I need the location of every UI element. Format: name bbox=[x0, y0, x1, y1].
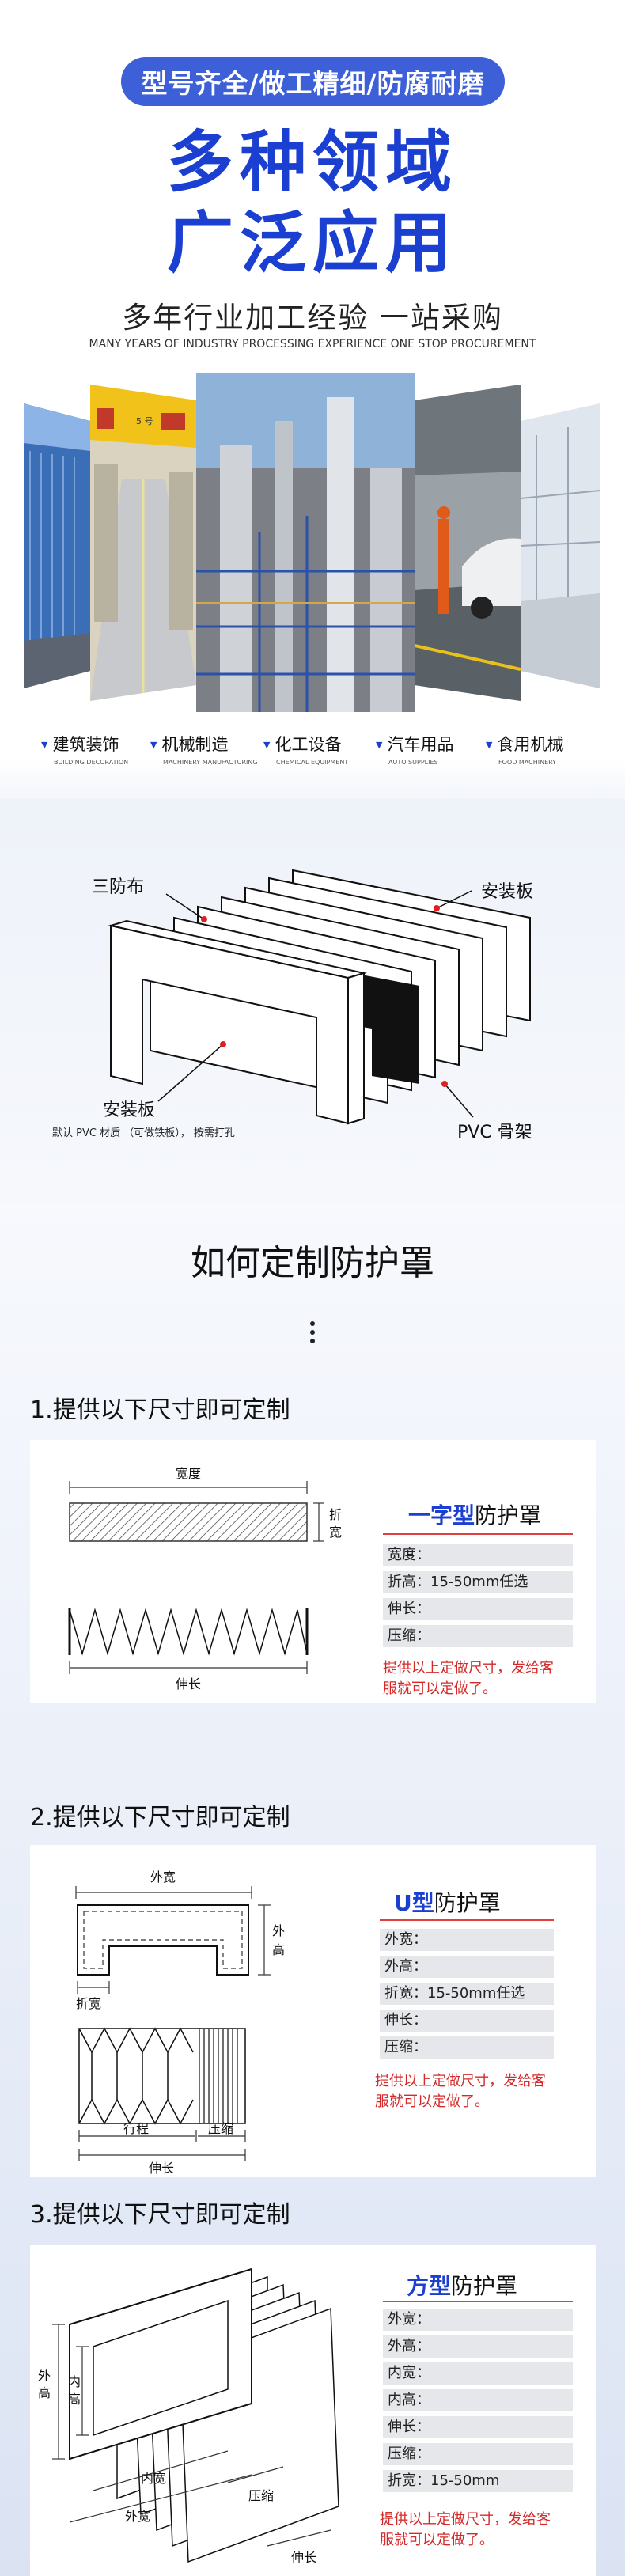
spec-row: 宽度： bbox=[383, 1544, 573, 1566]
spec-row: 内高： bbox=[383, 2389, 573, 2411]
section-3-heading: 3.提供以下尺寸即可定制 bbox=[30, 2201, 290, 2229]
custom-note: 提供以上定做尺寸，发给客服就可以定做了。 bbox=[383, 1660, 554, 1697]
hero-section: 型号齐全/做工精细/防腐耐磨 多种领域 广泛应用 多年行业加工经验 一站采购 M… bbox=[0, 0, 625, 799]
inner-height-dim: 内 bbox=[68, 2374, 81, 2389]
category-label: 建筑装饰 bbox=[41, 732, 160, 756]
custom-note: 提供以上定做尺寸，发给客服就可以定做了。 bbox=[380, 2511, 551, 2548]
category-auto: 汽车用品 AUTO SUPPLIES bbox=[376, 732, 494, 766]
section-1-heading: 1.提供以下尺寸即可定制 bbox=[30, 1396, 290, 1424]
category-building: 建筑装饰 BUILDING DECORATION bbox=[41, 732, 160, 766]
outer-height-dim: 外 bbox=[38, 2368, 51, 2383]
extend-dim-label: 伸长 bbox=[176, 1676, 201, 1691]
spec-row: 外高： bbox=[383, 2335, 573, 2358]
custom-note: 提供以上定做尺寸，发给客服就可以定做了。 bbox=[375, 2073, 546, 2110]
category-label-en: CHEMICAL EQUIPMENT bbox=[276, 759, 349, 766]
building-photo bbox=[24, 403, 90, 688]
type-square-title: 方型防护罩 bbox=[407, 2273, 518, 2299]
outer-width-dim: 外宽 bbox=[150, 1869, 176, 1885]
spec-row: 伸长： bbox=[380, 2010, 554, 2032]
category-chemical: 化工设备 CHEMICAL EQUIPMENT bbox=[263, 732, 382, 766]
type-square-card: 外 高 内 高 内宽 外宽 压缩 伸长 方型防护罩 外宽： 外高： 内宽： 内高… bbox=[30, 2245, 596, 2576]
fold-width-dim: 折宽 bbox=[76, 1996, 101, 2011]
extend-dim: 伸长 bbox=[291, 2550, 316, 2565]
extend-dim: 伸长 bbox=[149, 2161, 174, 2176]
spec-row: 压缩： bbox=[380, 2036, 554, 2059]
outer-height-dim-2: 高 bbox=[272, 1942, 285, 1957]
category-label: 食用机械 bbox=[486, 732, 604, 756]
spec-row: 伸长： bbox=[383, 2416, 573, 2438]
outer-height-dim-2: 高 bbox=[38, 2385, 51, 2400]
spec-row: 内宽： bbox=[383, 2362, 573, 2385]
category-machinery: 机械制造 MACHINERY MANUFACTURING bbox=[150, 732, 269, 766]
outer-width-dim: 外宽 bbox=[125, 2509, 150, 2524]
spec-row: 压缩： bbox=[383, 1625, 573, 1647]
spec-row: 折宽：15-50mm bbox=[383, 2470, 573, 2492]
plate-bottom-label: 安装板 bbox=[103, 1100, 155, 1120]
spec-row: 伸长： bbox=[383, 1598, 573, 1620]
flat-cover-drawing: 宽度 折 宽 伸长 bbox=[68, 1466, 342, 1691]
category-label: 化工设备 bbox=[263, 732, 382, 756]
compress-dim: 压缩 bbox=[248, 2488, 274, 2503]
spec-row: 外高： bbox=[380, 1956, 554, 1978]
hero-title-line1: 多种领域 bbox=[166, 123, 458, 201]
plate-note: 默认 PVC 材质 （可做铁板）， 按需打孔 bbox=[52, 1127, 235, 1139]
category-label-en: AUTO SUPPLIES bbox=[388, 759, 438, 766]
spec-row: 压缩： bbox=[383, 2443, 573, 2465]
frame-label: PVC 骨架 bbox=[457, 1123, 532, 1142]
workshop-photo: 5 号 bbox=[90, 385, 196, 701]
hero-title-line2: 广泛应用 bbox=[166, 204, 458, 282]
stroke-dim: 行程 bbox=[123, 2121, 149, 2136]
more-dots-icon bbox=[310, 1321, 315, 1347]
width-dim-label: 宽度 bbox=[176, 1466, 201, 1481]
bellows-structure-diagram: 三防布 安装板 安装板 默认 PVC 材质 （可做铁板）， 按需打孔 PVC 骨… bbox=[52, 869, 533, 1142]
auto-factory-photo bbox=[415, 385, 521, 701]
customize-title: 如何定制防护罩 bbox=[191, 1243, 434, 1283]
customize-section: 如何定制防护罩 1.提供以下尺寸即可定制 宽度 折 宽 伸长 一字型防护罩 宽度… bbox=[0, 1203, 625, 2576]
hero-subtitle-en: MANY YEARS OF INDUSTRY PROCESSING EXPERI… bbox=[89, 338, 536, 350]
spec-row: 折宽：15-50mm任选 bbox=[380, 1983, 554, 2005]
hero-subtitle: 多年行业加工经验 一站采购 bbox=[122, 301, 503, 335]
category-label-en: FOOD MACHINERY bbox=[498, 759, 557, 766]
chemical-plant-photo bbox=[196, 373, 415, 712]
spec-row: 外宽： bbox=[380, 1929, 554, 1951]
fold-dim-label: 折 bbox=[329, 1507, 342, 1522]
spec-row: 折高：15-50mm任选 bbox=[383, 1571, 573, 1593]
category-food: 食用机械 FOOD MACHINERY bbox=[486, 732, 604, 766]
type-u-title: U型防护罩 bbox=[394, 1890, 501, 1916]
divider bbox=[383, 1533, 573, 1535]
type-u-card: 外宽 外 高 折宽 行程 压缩 伸长 bbox=[30, 1845, 596, 2177]
category-label: 机械制造 bbox=[150, 732, 269, 756]
section-2-heading: 2.提供以下尺寸即可定制 bbox=[30, 1804, 290, 1832]
food-factory-photo bbox=[521, 403, 600, 688]
fold-dim-label-2: 宽 bbox=[329, 1525, 342, 1540]
category-label-en: BUILDING DECORATION bbox=[54, 759, 129, 766]
square-cover-drawing: 外 高 内 高 内宽 外宽 压缩 伸长 bbox=[38, 2267, 339, 2565]
feature-badge: 型号齐全/做工精细/防腐耐磨 bbox=[121, 57, 505, 106]
divider bbox=[383, 2301, 573, 2302]
type-flat-card: 宽度 折 宽 伸长 一字型防护罩 宽度： 折高：15-50mm任选 伸长： 压缩… bbox=[30, 1440, 596, 1703]
application-categories: 建筑装饰 BUILDING DECORATION 机械制造 MACHINERY … bbox=[0, 732, 625, 779]
inner-height-dim-2: 高 bbox=[68, 2392, 81, 2407]
application-photo-strip: 5 号 bbox=[0, 372, 625, 712]
category-label-en: MACHINERY MANUFACTURING bbox=[163, 759, 258, 766]
outer-height-dim: 外 bbox=[272, 1923, 285, 1938]
inner-width-dim: 内宽 bbox=[141, 2471, 166, 2486]
cloth-label: 三防布 bbox=[92, 877, 144, 897]
plate-top-label: 安装板 bbox=[481, 882, 533, 902]
category-label: 汽车用品 bbox=[376, 732, 494, 756]
workshop-sign: 5 号 bbox=[136, 416, 153, 426]
compress-dim: 压缩 bbox=[208, 2121, 233, 2136]
structure-diagram-section: 三防布 安装板 安装板 默认 PVC 材质 （可做铁板）， 按需打孔 PVC 骨… bbox=[0, 799, 625, 1203]
type-flat-title: 一字型防护罩 bbox=[408, 1502, 542, 1529]
u-cover-drawing: 外宽 外 高 折宽 行程 压缩 伸长 bbox=[75, 1869, 285, 2176]
divider bbox=[380, 1919, 554, 1921]
spec-row: 外宽： bbox=[383, 2309, 573, 2331]
